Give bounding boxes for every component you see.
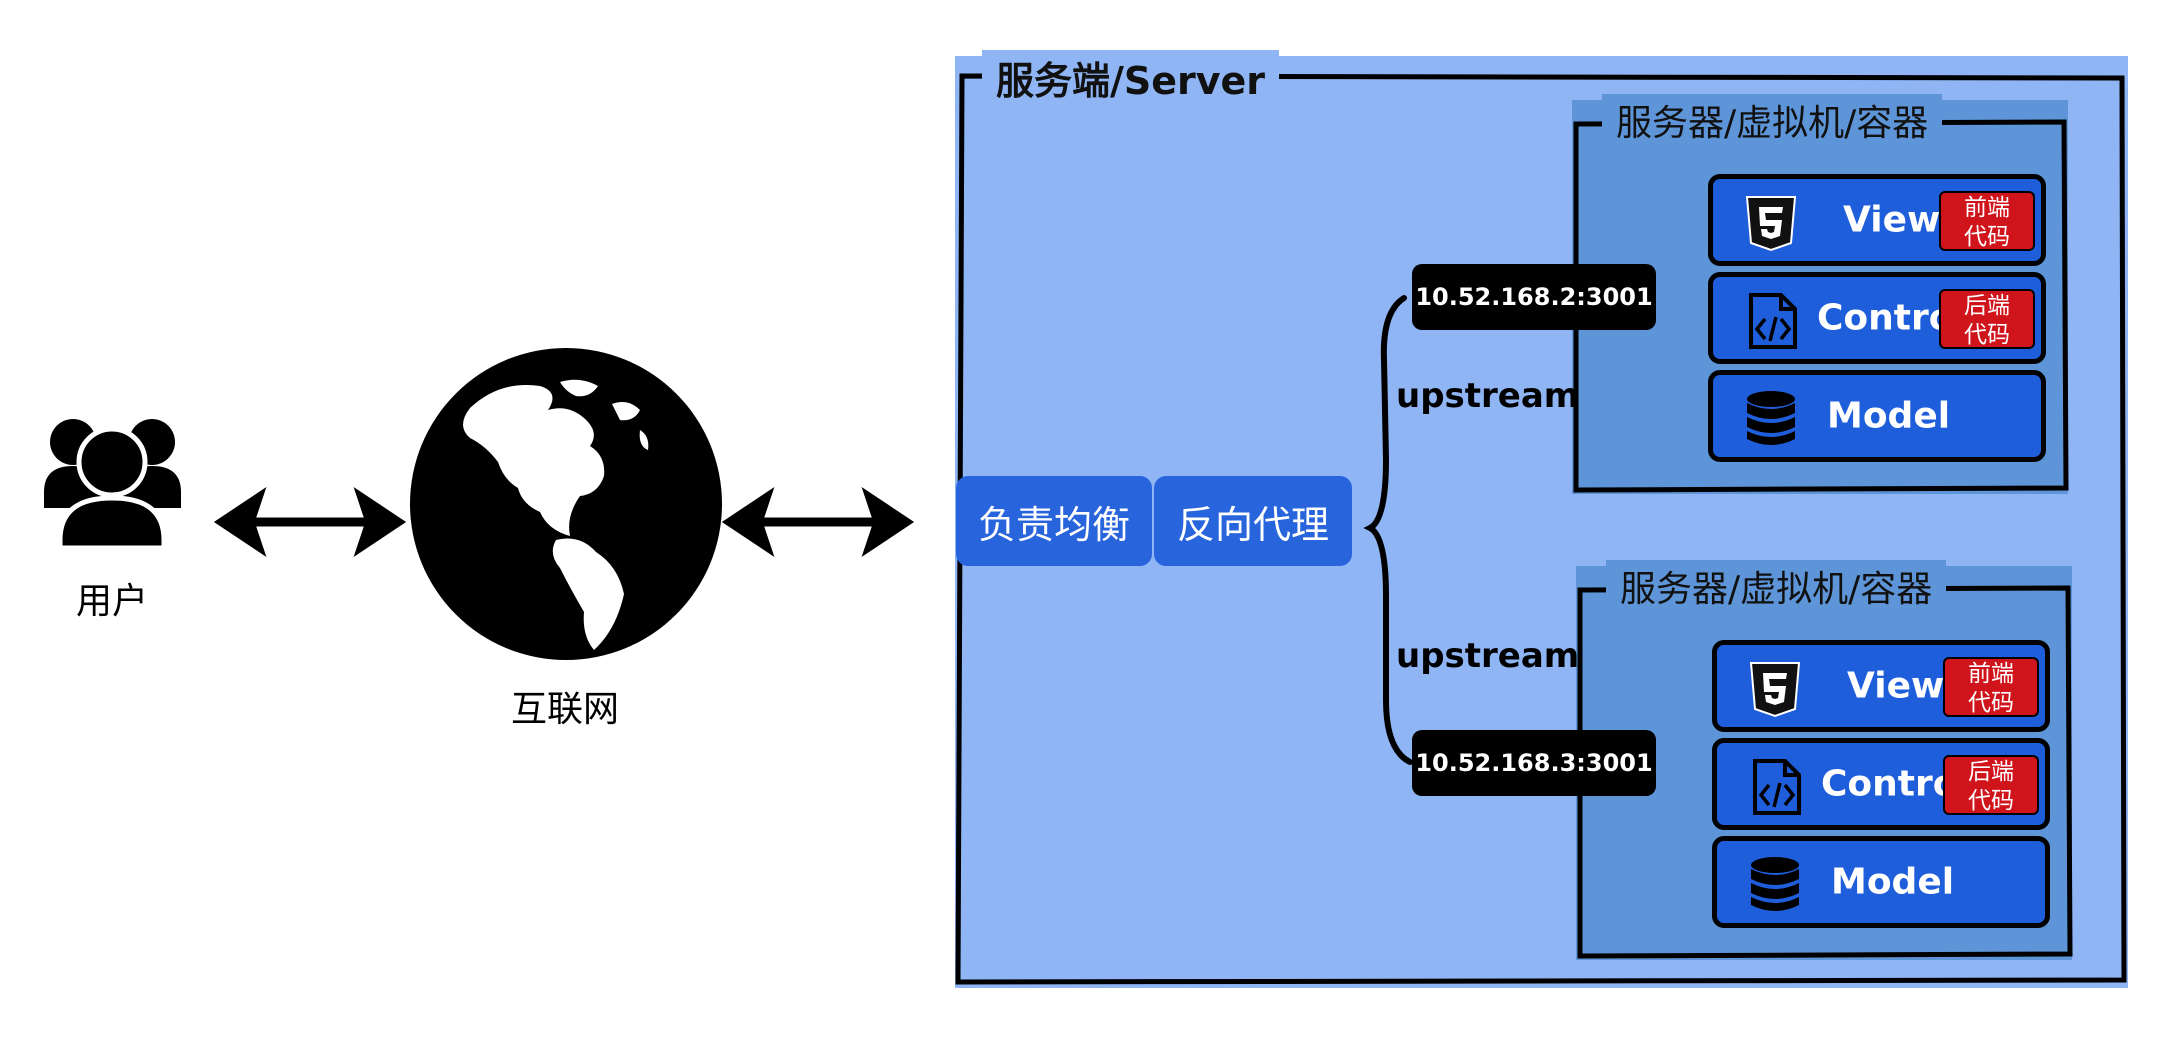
backend-code-tag-2: 后端 代码 xyxy=(1943,755,2039,815)
arrow-internet-server xyxy=(721,486,915,558)
internet-label: 互联网 xyxy=(510,689,619,730)
backend-code-tag-1: 后端 代码 xyxy=(1939,289,2035,349)
host-address-1: 10.52.168.2:3001 xyxy=(1412,264,1656,330)
view-label-1: View xyxy=(1843,199,1941,241)
user-label: 用户 xyxy=(75,581,148,622)
view-layer-1: View 前端 代码 xyxy=(1708,174,2046,266)
server-border xyxy=(955,73,2127,985)
model-layer-2: Model xyxy=(1712,836,2050,928)
code-file-icon xyxy=(1749,293,1797,349)
control-layer-1: Control 后端 代码 xyxy=(1708,272,2046,364)
upstream-label-2: upstream xyxy=(1396,636,1580,676)
frontend-code-tag-1: 前端 代码 xyxy=(1939,191,2035,251)
database-icon xyxy=(1751,857,1799,911)
view-label-2: View xyxy=(1847,665,1945,707)
code-file-icon xyxy=(1753,759,1801,815)
model-label-2: Model xyxy=(1831,861,1955,903)
server-title: 服务端/Server xyxy=(982,50,1280,105)
globe-icon xyxy=(410,348,722,660)
host-title-2: 服务器/虚拟机/容器 xyxy=(1606,560,1947,612)
upstream-brace xyxy=(1363,295,1413,765)
load-balance-box: 负责均衡 xyxy=(956,476,1152,566)
database-icon xyxy=(1747,391,1795,445)
model-label-1: Model xyxy=(1827,395,1951,437)
users-icon xyxy=(44,419,181,551)
host-title-1: 服务器/虚拟机/容器 xyxy=(1602,94,1943,146)
model-layer-1: Model xyxy=(1708,370,2046,462)
view-layer-2: View 前端 代码 xyxy=(1712,640,2050,732)
upstream-label-1: upstream xyxy=(1396,376,1580,416)
host-address-2: 10.52.168.3:3001 xyxy=(1412,730,1656,796)
arrow-user-internet xyxy=(213,486,407,558)
html5-icon xyxy=(1749,662,1801,718)
frontend-code-tag-2: 前端 代码 xyxy=(1943,657,2039,717)
control-layer-2: Control 后端 代码 xyxy=(1712,738,2050,830)
reverse-proxy-box: 反向代理 xyxy=(1154,476,1352,566)
html5-icon xyxy=(1745,196,1797,252)
